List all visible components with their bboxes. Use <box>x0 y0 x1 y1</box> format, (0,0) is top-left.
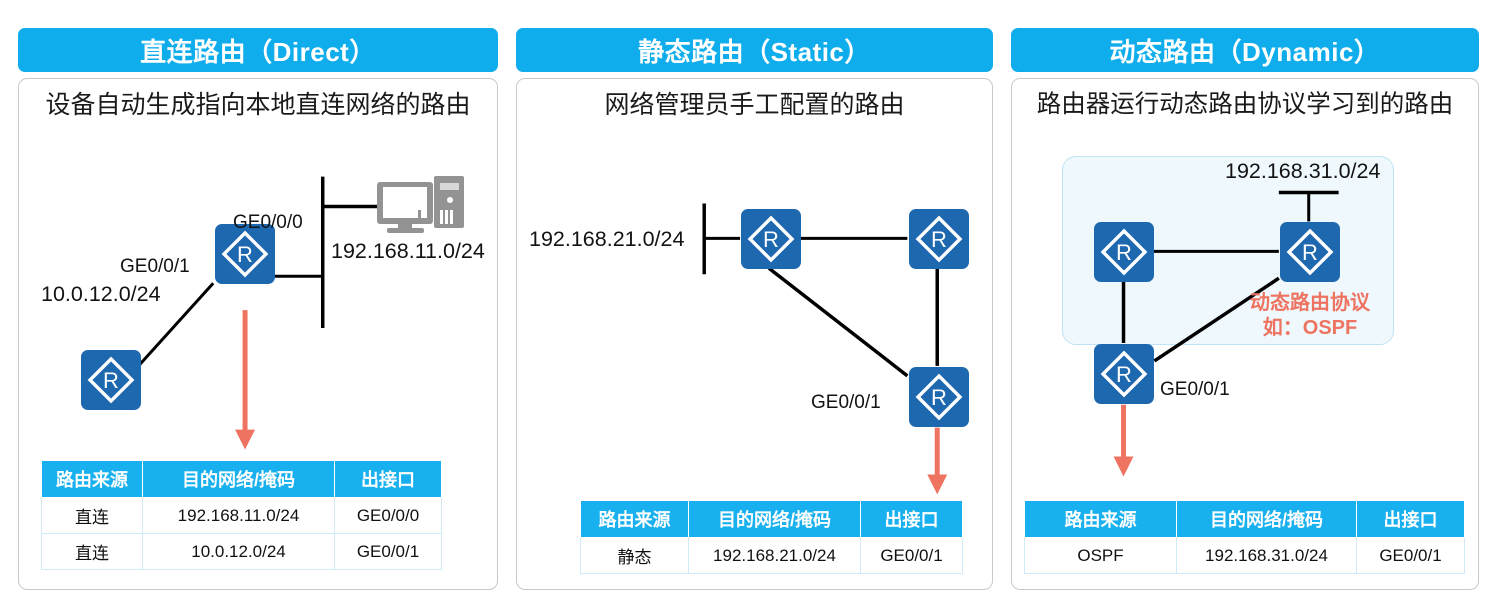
route-table-static: 路由来源 目的网络/掩码 出接口 静态 192.168.21.0/24 GE0/… <box>580 500 963 574</box>
label-network-192-168-31: 192.168.31.0/24 <box>1225 159 1381 183</box>
svg-text:R: R <box>1116 362 1132 387</box>
label-interface-ge0-0-1: GE0/0/1 <box>1160 379 1230 400</box>
router-icon-peer: R <box>81 350 141 410</box>
table-header-interface: 出接口 <box>1356 500 1465 538</box>
label-network-192-168-11: 192.168.11.0/24 <box>331 239 485 263</box>
table-header-source: 路由来源 <box>41 460 143 498</box>
table-header-interface: 出接口 <box>860 500 963 538</box>
panel-header-direct: 直连路由（Direct） <box>18 28 498 72</box>
route-table-dynamic: 路由来源 目的网络/掩码 出接口 OSPF 192.168.31.0/24 GE… <box>1024 500 1465 574</box>
svg-text:R: R <box>1116 240 1132 265</box>
svg-text:R: R <box>763 227 779 252</box>
cell-destination: 10.0.12.0/24 <box>142 533 335 570</box>
cell-interface: GE0/0/0 <box>334 497 442 534</box>
flow-arrow-dynamic <box>1113 404 1134 477</box>
panel-header-dynamic: 动态路由（Dynamic） <box>1011 28 1479 72</box>
label-interface-ge0-0-1: GE0/0/1 <box>120 256 190 277</box>
svg-text:R: R <box>931 227 947 252</box>
ospf-note-line-2: 如：OSPF <box>1262 317 1358 339</box>
cell-destination: 192.168.31.0/24 <box>1176 537 1357 574</box>
table-header-row: 路由来源 目的网络/掩码 出接口 <box>41 460 442 498</box>
cell-interface: GE0/0/1 <box>860 537 963 574</box>
svg-text:R: R <box>1302 240 1318 265</box>
label-network-10-0-12: 10.0.12.0/24 <box>41 282 161 306</box>
panel-description-static: 网络管理员手工配置的路由 <box>604 91 905 119</box>
svg-text:R: R <box>103 368 119 393</box>
cell-destination: 192.168.11.0/24 <box>142 497 335 534</box>
cell-interface: GE0/0/1 <box>334 533 442 570</box>
cell-source: 直连 <box>41 497 143 534</box>
table-header-destination: 目的网络/掩码 <box>142 460 335 498</box>
label-interface-ge0-0-0: GE0/0/0 <box>233 212 303 233</box>
flow-arrow-static <box>927 427 948 495</box>
table-header-row: 路由来源 目的网络/掩码 出接口 <box>1024 500 1465 538</box>
ospf-protocol-note: 动态路由协议 如：OSPF <box>1240 291 1380 341</box>
table-row: 直连 192.168.11.0/24 GE0/0/0 <box>41 497 442 534</box>
panel-description-dynamic: 路由器运行动态路由协议学习到的路由 <box>1036 91 1454 118</box>
panel-card-static: 网络管理员手工配置的路由 R <box>516 78 993 590</box>
cell-interface: GE0/0/1 <box>1356 537 1465 574</box>
label-network-192-168-21: 192.168.21.0/24 <box>529 227 685 251</box>
route-table-direct: 路由来源 目的网络/掩码 出接口 直连 192.168.11.0/24 GE0/… <box>41 460 442 570</box>
table-header-row: 路由来源 目的网络/掩码 出接口 <box>580 500 963 538</box>
panel-dynamic-route: 动态路由（Dynamic） 路由器运行动态路由协议学习到的路由 <box>1005 0 1497 610</box>
router-icon-r3: R <box>909 367 969 427</box>
cell-source: 静态 <box>580 537 689 574</box>
panel-card-direct: 设备自动生成指向本地直连网络的路由 <box>18 78 498 590</box>
router-icon-r1: R <box>1094 222 1154 282</box>
table-header-destination: 目的网络/掩码 <box>688 500 861 538</box>
table-header-source: 路由来源 <box>580 500 689 538</box>
svg-text:R: R <box>931 385 947 410</box>
svg-text:R: R <box>237 242 253 267</box>
table-row: 直连 10.0.12.0/24 GE0/0/1 <box>41 533 442 570</box>
table-header-source: 路由来源 <box>1024 500 1177 538</box>
topology-lines-static <box>702 203 939 378</box>
router-icon-r1: R <box>741 209 801 269</box>
panel-description-direct: 设备自动生成指向本地直连网络的路由 <box>45 91 471 119</box>
table-header-interface: 出接口 <box>334 460 442 498</box>
ospf-note-line-1: 动态路由协议 <box>1250 292 1370 314</box>
table-row: 静态 192.168.21.0/24 GE0/0/1 <box>580 537 963 574</box>
cell-source: 直连 <box>41 533 143 570</box>
router-icon-r2: R <box>1280 222 1340 282</box>
cell-destination: 192.168.21.0/24 <box>688 537 861 574</box>
table-row: OSPF 192.168.31.0/24 GE0/0/1 <box>1024 537 1465 574</box>
panel-static-route: 静态路由（Static） 网络管理员手工配置的路由 <box>510 0 1005 610</box>
router-icon-main: R <box>215 224 275 284</box>
topology-lines-direct <box>137 176 378 367</box>
pc-icon <box>374 174 468 241</box>
topology-lines-dynamic <box>1121 190 1339 363</box>
table-header-destination: 目的网络/掩码 <box>1176 500 1357 538</box>
router-icon-r2: R <box>909 209 969 269</box>
router-icon-r3: R <box>1094 344 1154 404</box>
flow-arrow-direct <box>235 310 256 450</box>
panel-card-dynamic: 路由器运行动态路由协议学习到的路由 <box>1011 78 1479 590</box>
panel-direct-route: 直连路由（Direct） 设备自动生成指向本地直连网络的路由 <box>0 0 510 610</box>
cell-source: OSPF <box>1024 537 1177 574</box>
label-interface-ge0-0-1: GE0/0/1 <box>811 392 881 413</box>
panel-header-static: 静态路由（Static） <box>516 28 993 72</box>
